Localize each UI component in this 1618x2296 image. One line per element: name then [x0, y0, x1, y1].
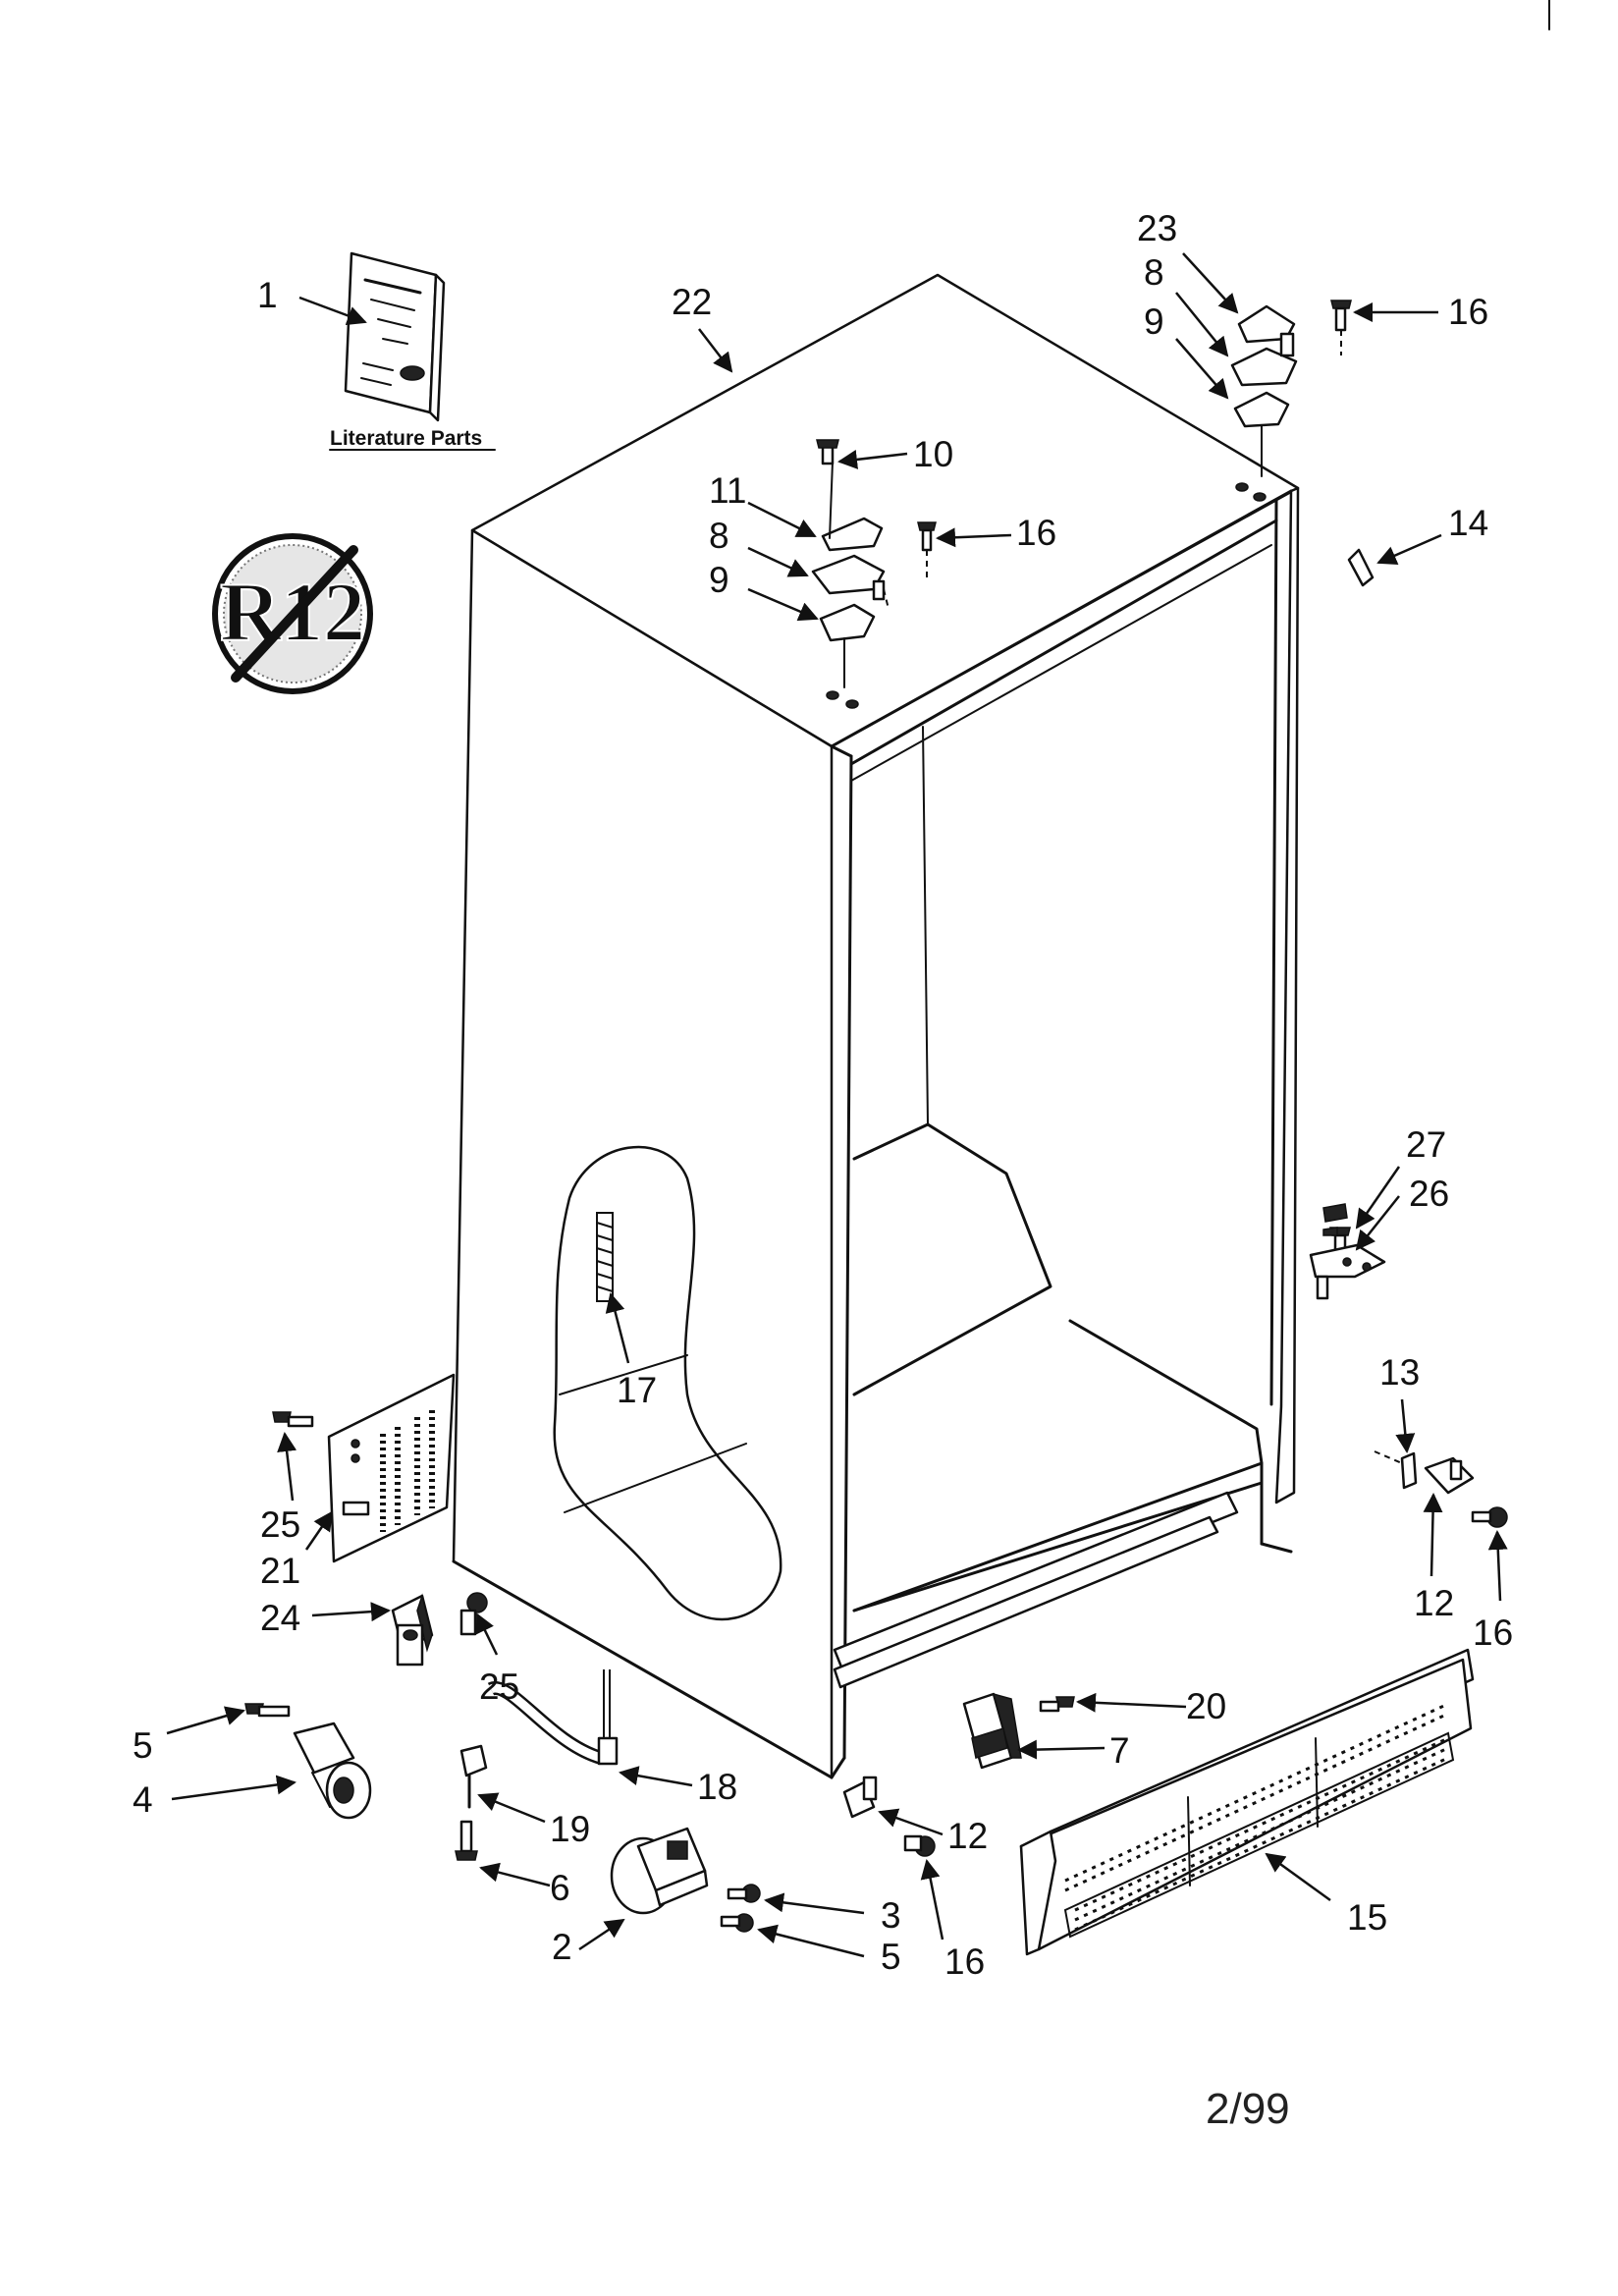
callout-16-top-left: 16 — [1016, 513, 1056, 553]
tube-clamp-19 — [459, 1744, 488, 1809]
cabinet-shell — [452, 273, 1300, 1779]
screw-16-right — [1471, 1506, 1508, 1528]
screw-20 — [1039, 1696, 1075, 1713]
revision-date: 2/99 — [1206, 2085, 1290, 2133]
callout-15: 15 — [1347, 1897, 1387, 1938]
callout-3: 3 — [881, 1895, 901, 1936]
callout-2: 2 — [552, 1927, 572, 1967]
bracket-26-and-screw-27 — [1309, 1203, 1386, 1300]
screw-5-bottom — [720, 1913, 754, 1933]
callout-9-left: 9 — [709, 560, 729, 600]
callout-6: 6 — [550, 1868, 570, 1908]
callout-21: 21 — [260, 1551, 300, 1591]
callout-20: 20 — [1186, 1686, 1226, 1726]
callout-7: 7 — [1109, 1730, 1130, 1771]
bracket-24 — [391, 1593, 434, 1667]
callout-labels: 1 22 23 8 9 16 10 11 8 16 9 14 27 26 17 … — [133, 208, 1513, 1982]
callout-5-bottom: 5 — [881, 1937, 901, 1977]
callout-22: 22 — [672, 282, 712, 322]
literature-caption: Literature Parts — [330, 427, 482, 450]
callout-11: 11 — [709, 470, 746, 511]
right-top-hinge-assembly — [1230, 300, 1352, 477]
toe-grille-15 — [1019, 1648, 1475, 1956]
bracket-13-right — [1374, 1450, 1418, 1490]
callout-23: 23 — [1137, 208, 1177, 248]
screw-25-center — [459, 1592, 488, 1636]
bracket-7 — [962, 1692, 1022, 1770]
clip-14 — [1347, 548, 1375, 587]
screw-5-top — [244, 1703, 291, 1718]
callout-16-top-right: 16 — [1448, 292, 1488, 332]
callout-25-left: 25 — [260, 1504, 300, 1545]
left-top-hinge-assembly — [811, 439, 937, 688]
callout-16-right: 16 — [1473, 1613, 1513, 1653]
callout-5-left: 5 — [133, 1725, 153, 1766]
no-r12-symbol: R12 — [212, 533, 373, 694]
callout-12-bottom: 12 — [947, 1816, 988, 1856]
callout-8-left: 8 — [709, 516, 729, 556]
callout-10: 10 — [913, 434, 953, 474]
literature-booklet — [344, 251, 446, 422]
callout-19: 19 — [550, 1809, 590, 1849]
callout-27: 27 — [1406, 1124, 1446, 1165]
callout-24: 24 — [260, 1598, 300, 1638]
callout-1: 1 — [257, 275, 278, 315]
drain-tube-18 — [487, 1669, 619, 1766]
front-roller-4 — [293, 1722, 372, 1820]
callout-26: 26 — [1409, 1174, 1449, 1214]
callout-4: 4 — [133, 1779, 153, 1820]
callout-18: 18 — [697, 1767, 737, 1807]
leader-lines — [166, 252, 1508, 1958]
screw-3 — [727, 1884, 761, 1903]
callout-13: 13 — [1379, 1352, 1420, 1393]
callout-17: 17 — [617, 1370, 657, 1410]
leveling-bracket-2 — [610, 1827, 709, 1915]
callout-25-center: 25 — [479, 1667, 519, 1707]
rear-access-panel — [327, 1373, 456, 1563]
callout-9-right: 9 — [1144, 301, 1164, 342]
callout-14: 14 — [1448, 503, 1488, 543]
screw-6 — [455, 1820, 478, 1861]
bracket-12-bottom — [842, 1776, 878, 1819]
screw-16-bottom — [903, 1834, 936, 1857]
callout-16-bottom: 16 — [944, 1941, 985, 1982]
screw-25-left — [272, 1411, 314, 1428]
callout-8-right: 8 — [1144, 252, 1164, 293]
callout-12-right: 12 — [1414, 1583, 1454, 1623]
drain-spring — [596, 1212, 614, 1302]
bracket-12-right — [1424, 1456, 1475, 1495]
